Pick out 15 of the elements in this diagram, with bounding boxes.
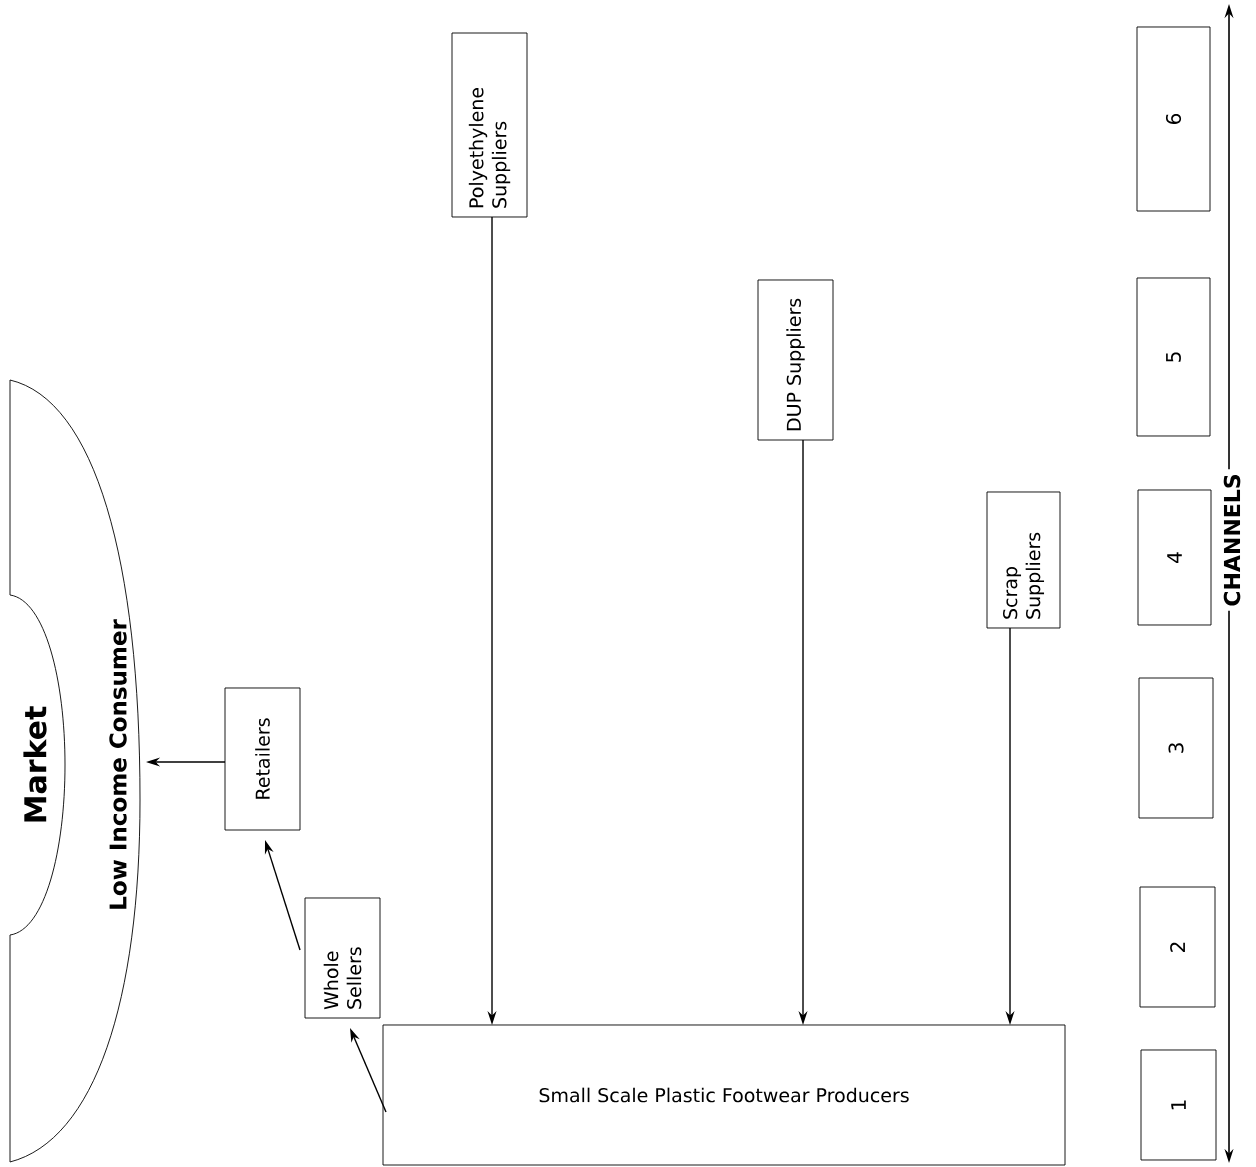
- market-label: Market: [23, 706, 47, 822]
- process-box: DUP Suppliers: [757, 279, 834, 441]
- process-box: Whole Sellers: [304, 897, 381, 1019]
- process-box: Retailers: [224, 687, 301, 831]
- channel-box: 5: [1136, 277, 1211, 437]
- channel-box: 6: [1136, 26, 1211, 212]
- axis-label: CHANNELS: [1219, 469, 1245, 611]
- channel-box: 1: [1140, 1049, 1217, 1161]
- process-box: Scrap Suppliers: [986, 491, 1061, 629]
- channel-box: 2: [1139, 886, 1216, 1008]
- producer-box: Small Scale Plastic Footwear Producers: [382, 1024, 1066, 1166]
- channel-box: 4: [1137, 489, 1212, 626]
- channel-box: 3: [1138, 677, 1214, 819]
- consumer-label: Low Income Consumer: [109, 619, 127, 909]
- process-box: Polyethylene Suppliers: [451, 32, 528, 218]
